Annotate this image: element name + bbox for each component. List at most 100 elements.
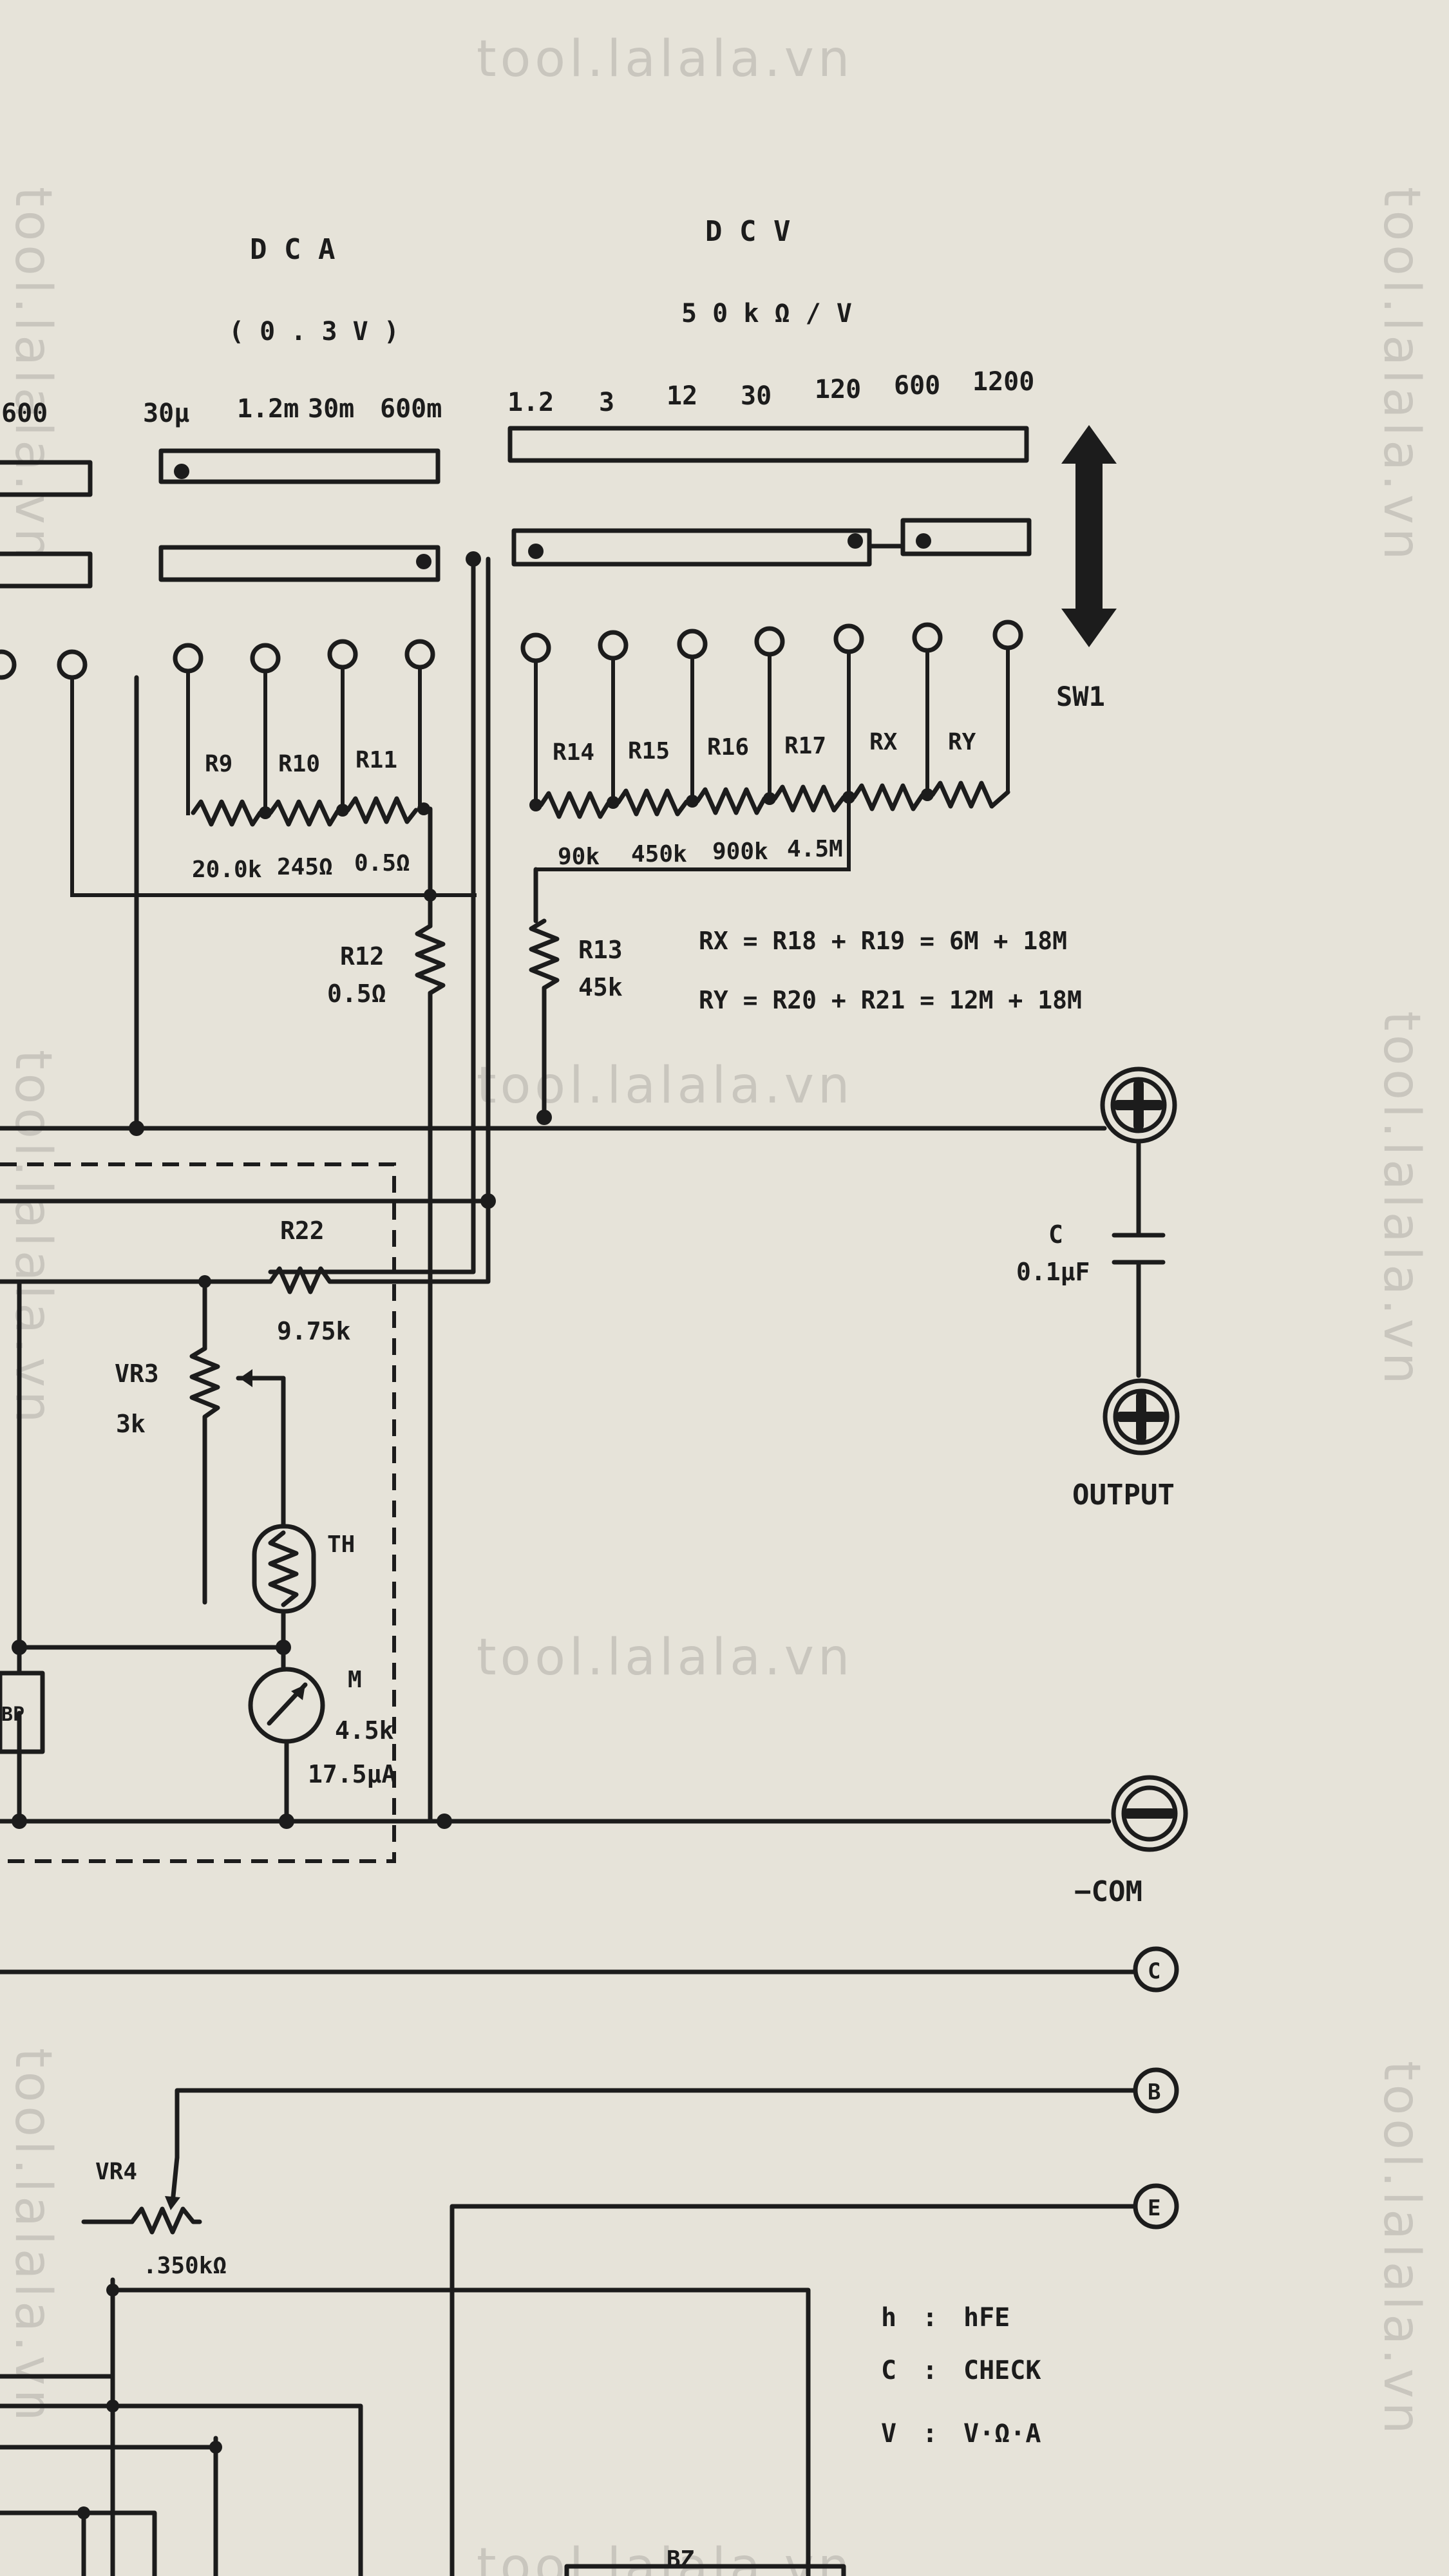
formula-ry: RY = R20 + R21 = 12M + 18M xyxy=(699,986,1082,1014)
resistor-r11 xyxy=(345,796,419,824)
thermistor-th xyxy=(252,1524,316,1614)
resistor-rx xyxy=(851,783,925,811)
watermark-right-2: tool.lalala.vn xyxy=(1372,1011,1430,1388)
output-label: OUTPUT xyxy=(1072,1479,1175,1511)
value-vr4: .350kΩ xyxy=(143,2253,227,2279)
legend-key-c: C xyxy=(881,2356,896,2385)
label-r17: R17 xyxy=(784,733,826,759)
resistor-r13 xyxy=(529,918,560,990)
meter-m xyxy=(248,1667,325,1744)
legend-desc-v: V·Ω·A xyxy=(963,2419,1041,2448)
range-label-30u: 30μ xyxy=(143,399,189,428)
dca-common-bus xyxy=(70,677,477,897)
watermark-left-3: tool.lalala.vn xyxy=(4,2048,62,2425)
legend-sep-h: : xyxy=(922,2303,938,2333)
watermark-top: tool.lalala.vn xyxy=(477,30,853,88)
label-r10: R10 xyxy=(278,751,320,777)
label-bp: BP xyxy=(1,1703,24,1726)
value-r22: 9.75k xyxy=(277,1317,351,1345)
potentiometer-vr3 xyxy=(189,1346,220,1605)
legend-desc-c: CHECK xyxy=(963,2356,1041,2385)
value-r11: 0.5Ω xyxy=(354,850,410,876)
resistor-r14 xyxy=(538,791,611,819)
e-terminal xyxy=(1133,2183,1179,2230)
range-label-12: 12 xyxy=(667,381,697,411)
value-r9: 20.0k xyxy=(192,857,262,883)
meter-enclosure xyxy=(0,1162,396,1863)
range-label-600: 600 xyxy=(1,399,48,428)
range-label-600m: 600m xyxy=(380,394,442,424)
capacitor-c xyxy=(1112,1139,1166,1378)
label-r15: R15 xyxy=(628,738,670,764)
range-label-120: 120 xyxy=(815,375,861,404)
label-r14: R14 xyxy=(553,739,594,766)
legend-sep-c: : xyxy=(922,2356,938,2385)
e-line xyxy=(450,2204,1137,2576)
label-m: M xyxy=(348,1667,362,1693)
value-r16: 900k xyxy=(712,838,768,865)
switch-label: SW1 xyxy=(1056,681,1105,712)
formula-rx: RX = R18 + R19 = 6M + 18M xyxy=(699,927,1067,955)
c-terminal-label: C xyxy=(1148,1958,1160,1984)
range-label-1200: 1200 xyxy=(972,367,1034,397)
dcv-header: D C V xyxy=(705,215,790,248)
plus-input-terminal: + xyxy=(1100,1066,1177,1144)
label-vr3: VR3 xyxy=(115,1359,159,1388)
watermark-bottom: tool.lalala.vn xyxy=(477,2538,853,2576)
watermark-left-2: tool.lalala.vn xyxy=(4,1050,62,1426)
dcv-subheader: 5 0 k Ω / V xyxy=(681,299,852,328)
label-th: TH xyxy=(327,1531,355,1558)
dca-subheader: ( 0 . 3 V ) xyxy=(229,317,399,346)
label-r22: R22 xyxy=(280,1217,325,1245)
legend: h : hFE C : CHECK V : V·Ω·A xyxy=(881,2303,1041,2448)
buzzer-bz xyxy=(564,2564,846,2576)
label-rx: RX xyxy=(869,729,898,755)
value-r13: 45k xyxy=(578,973,623,1001)
range-label-30: 30 xyxy=(741,381,772,411)
legend-key-h: h xyxy=(881,2303,896,2333)
range-label-3: 3 xyxy=(599,388,614,417)
value-r14: 90k xyxy=(558,844,600,870)
label-bz: BZ xyxy=(667,2546,694,2573)
resistor-r17 xyxy=(772,784,846,813)
label-r11: R11 xyxy=(355,747,397,773)
e-terminal-label: E xyxy=(1148,2195,1160,2221)
label-r16: R16 xyxy=(707,734,749,761)
com-terminal: − xyxy=(1111,1775,1188,1852)
dca-header: D C A xyxy=(250,233,335,266)
sw1-double-arrow-icon xyxy=(1061,425,1117,647)
resistor-r9 xyxy=(191,799,263,827)
watermark-right-3: tool.lalala.vn xyxy=(1372,2061,1430,2438)
watermark-left-1: tool.lalala.vn xyxy=(4,187,62,564)
value-m-resistance: 4.5k xyxy=(335,1716,394,1745)
label-r9: R9 xyxy=(205,751,232,777)
selector-terminals xyxy=(0,620,1023,680)
output-terminal xyxy=(1103,1378,1180,1455)
watermark-mid: tool.lalala.vn xyxy=(477,1057,853,1115)
c-terminal xyxy=(1133,1946,1179,1993)
value-r17: 4.5M xyxy=(787,836,843,862)
watermark-right-1: tool.lalala.vn xyxy=(1372,187,1430,564)
resistor-ry xyxy=(930,781,1010,809)
b-terminal xyxy=(1133,2067,1179,2114)
legend-desc-h: hFE xyxy=(963,2303,1010,2333)
dcv-tap-line xyxy=(536,799,851,871)
label-r12: R12 xyxy=(340,942,384,971)
value-r10: 245Ω xyxy=(277,854,333,880)
legend-key-v: V xyxy=(881,2419,896,2448)
switch-common-wire xyxy=(268,553,476,1274)
com-label: −COM xyxy=(1074,1875,1142,1908)
label-ry: RY xyxy=(948,729,976,755)
b-terminal-label: B xyxy=(1148,2079,1160,2105)
label-r13: R13 xyxy=(578,936,623,964)
switch-contact-bars xyxy=(0,426,1032,589)
range-label-30m: 30m xyxy=(308,394,354,424)
watermark-mid-2: tool.lalala.vn xyxy=(477,1629,853,1687)
potentiometer-vr4 xyxy=(129,2206,202,2235)
resistor-r16 xyxy=(695,787,767,815)
resistor-r12 xyxy=(415,923,446,996)
range-label-1-2m: 1.2m xyxy=(237,394,299,424)
resistor-r15 xyxy=(616,788,689,817)
